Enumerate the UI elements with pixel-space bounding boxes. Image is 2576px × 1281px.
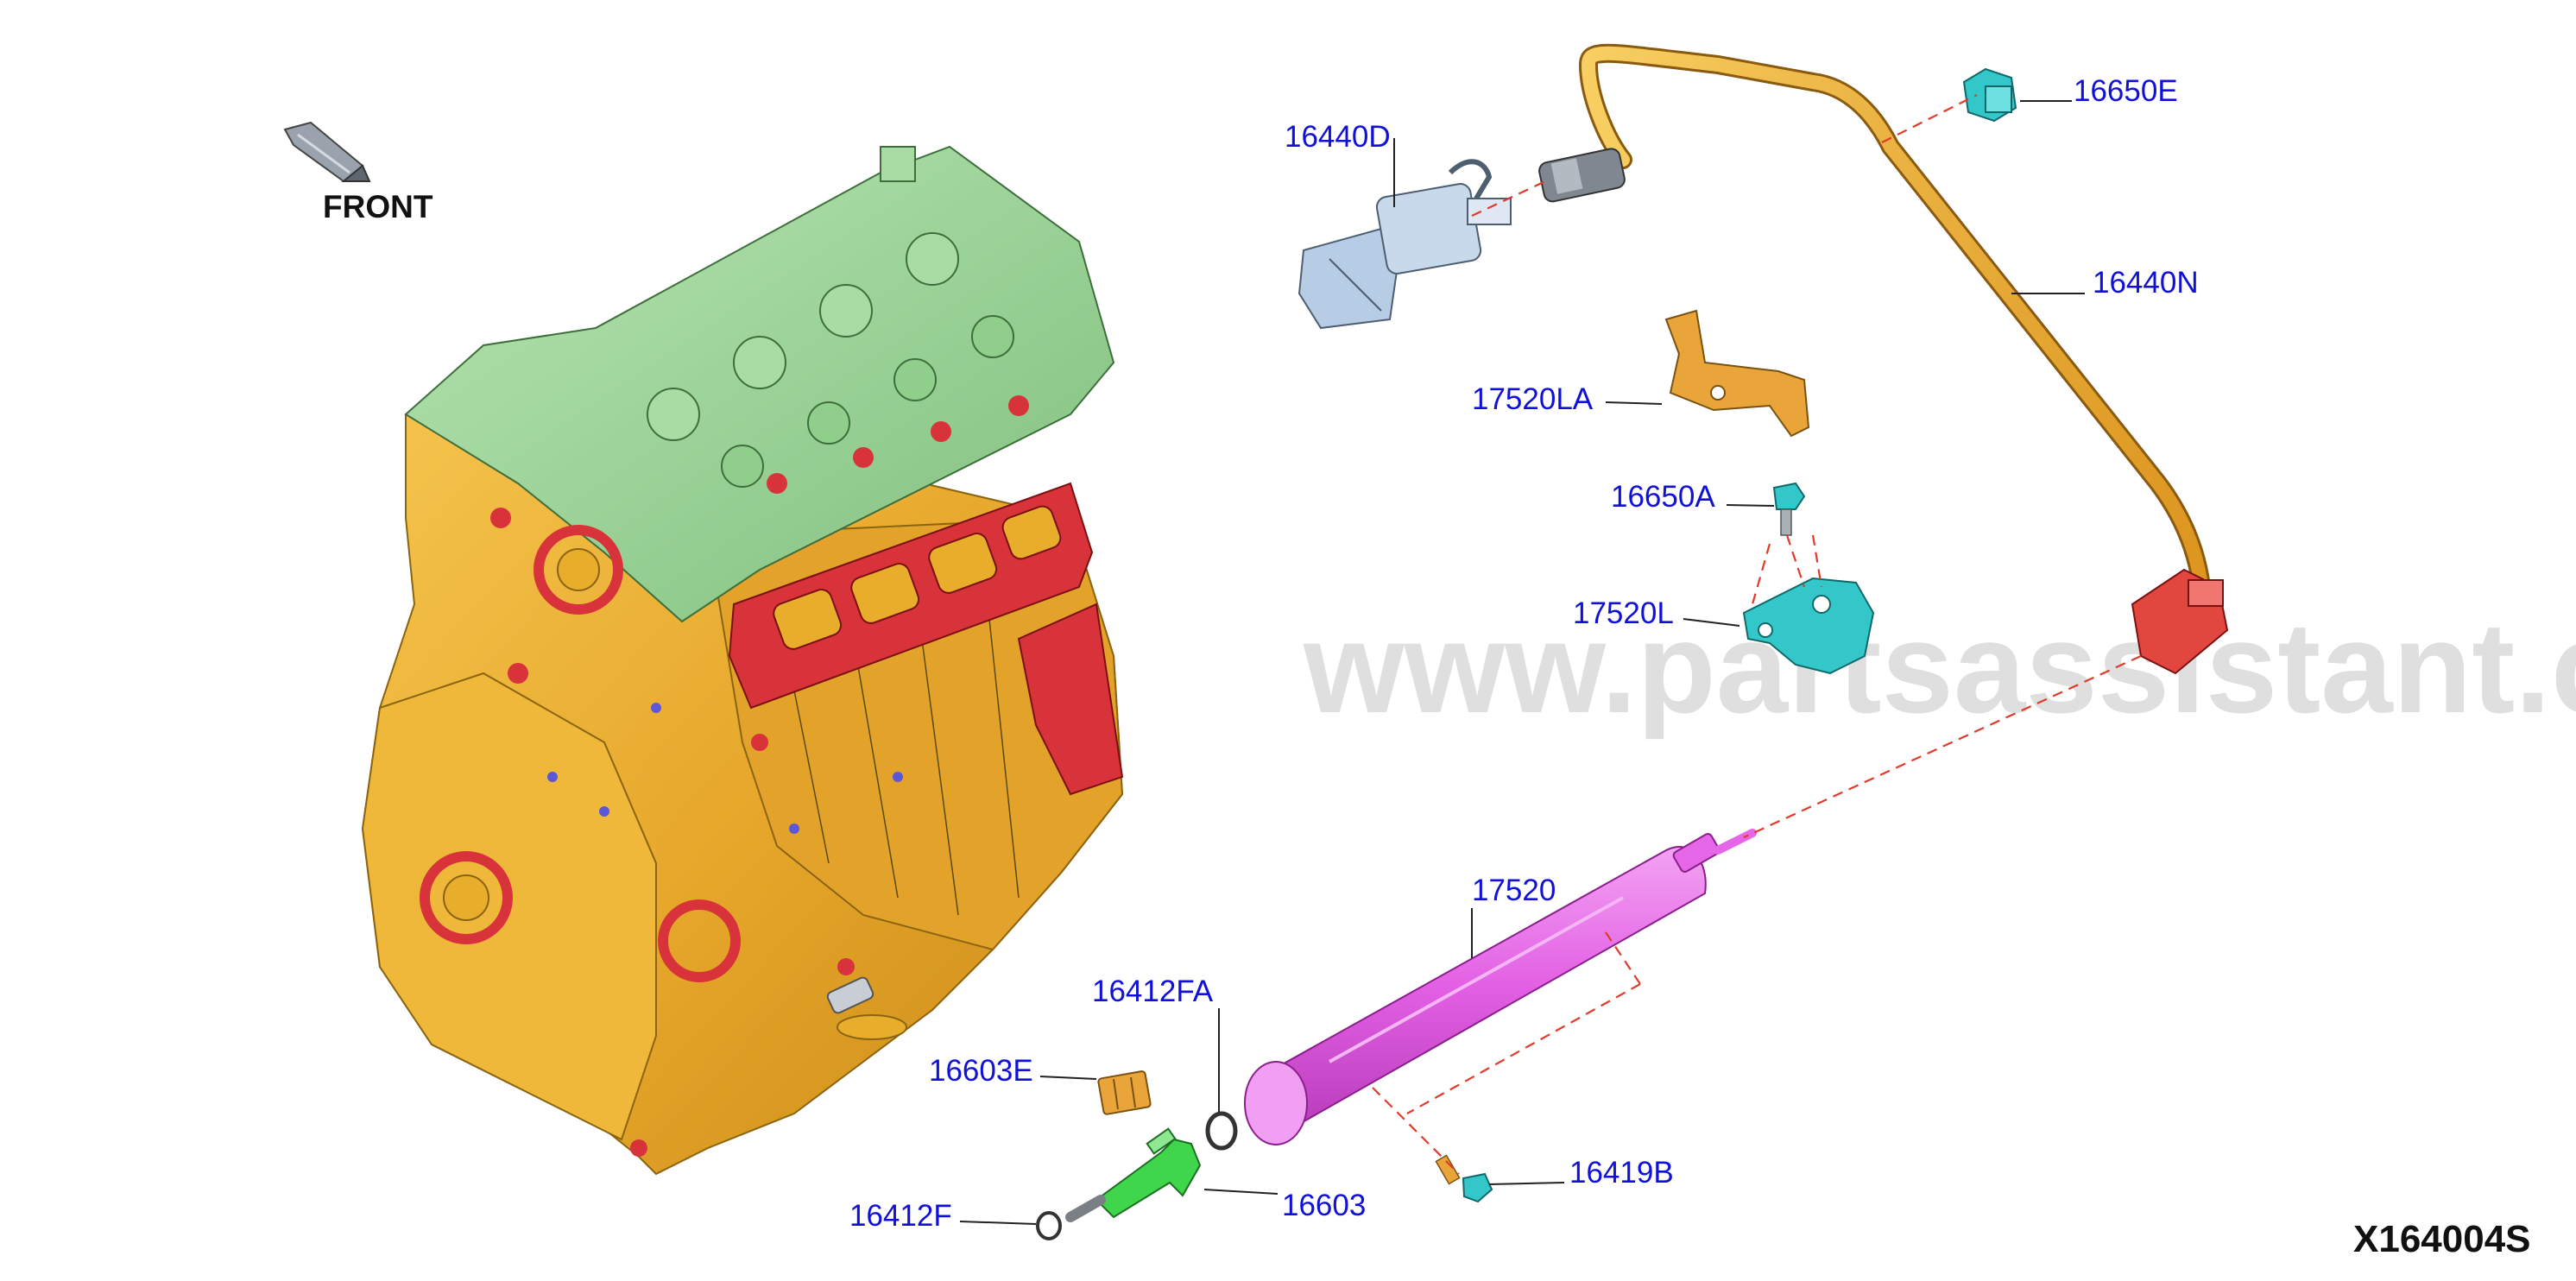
label-17520LA[interactable]: 17520LA xyxy=(1472,382,1594,416)
front-label: FRONT xyxy=(323,189,433,224)
clip-16603E xyxy=(1097,1070,1152,1115)
label-16412FA[interactable]: 16412FA xyxy=(1092,975,1214,1008)
leader-lines xyxy=(959,100,2085,1225)
sensor-16650E xyxy=(1962,67,2017,123)
crank-seal xyxy=(420,851,513,944)
label-16650E[interactable]: 16650E xyxy=(2074,74,2178,108)
label-17520L[interactable]: 17520L xyxy=(1573,596,1674,630)
bolt-16419B xyxy=(1435,1154,1493,1203)
label-16603[interactable]: 16603 xyxy=(1282,1189,1366,1222)
solenoid-16440D xyxy=(1297,159,1512,330)
label-16412F[interactable]: 16412F xyxy=(849,1199,952,1233)
label-16603E[interactable]: 16603E xyxy=(929,1054,1033,1088)
bracket-17520LA xyxy=(1664,309,1810,438)
diagram-id: X164004S xyxy=(2353,1218,2531,1260)
hose-end-connector xyxy=(2131,568,2229,675)
label-17520[interactable]: 17520 xyxy=(1472,874,1556,907)
engine-assembly xyxy=(361,145,1124,1176)
watermark-text: www.partsassistant.com xyxy=(1303,595,2576,740)
label-16440D[interactable]: 16440D xyxy=(1285,120,1391,154)
assembly-lines xyxy=(1372,94,2142,1175)
oring-16412F xyxy=(1036,1211,1062,1240)
canister-17520 xyxy=(1244,829,1757,1145)
front-arrow-icon xyxy=(283,121,371,183)
hose-connector xyxy=(1538,148,1626,203)
bolt-16650A xyxy=(1772,482,1806,536)
oring-16412FA xyxy=(1205,1111,1238,1151)
label-16419B[interactable]: 16419B xyxy=(1569,1156,1674,1190)
bracket-17520L xyxy=(1742,577,1875,675)
cam-seal xyxy=(534,525,623,615)
injector-16603 xyxy=(1065,1127,1202,1222)
label-16440N[interactable]: 16440N xyxy=(2093,266,2199,300)
label-16650A[interactable]: 16650A xyxy=(1611,480,1715,514)
